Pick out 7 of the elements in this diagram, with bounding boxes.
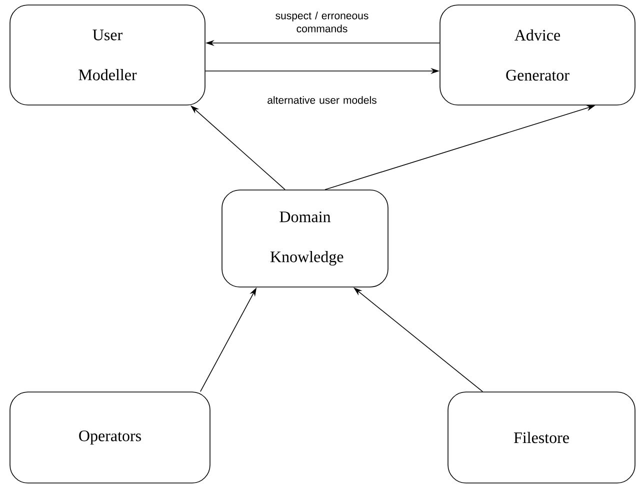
rounded-box: User Modeller	[10, 4, 206, 106]
rounded-box: Domain Knowledge	[222, 190, 388, 288]
edge-label: alternative user models	[268, 96, 376, 104]
rounded-box: Filestore	[448, 392, 636, 484]
rounded-box: Advice Generator	[440, 4, 636, 106]
rounded-box: Operators	[10, 392, 210, 484]
edge-label: suspect / erroneous commands	[276, 12, 368, 32]
